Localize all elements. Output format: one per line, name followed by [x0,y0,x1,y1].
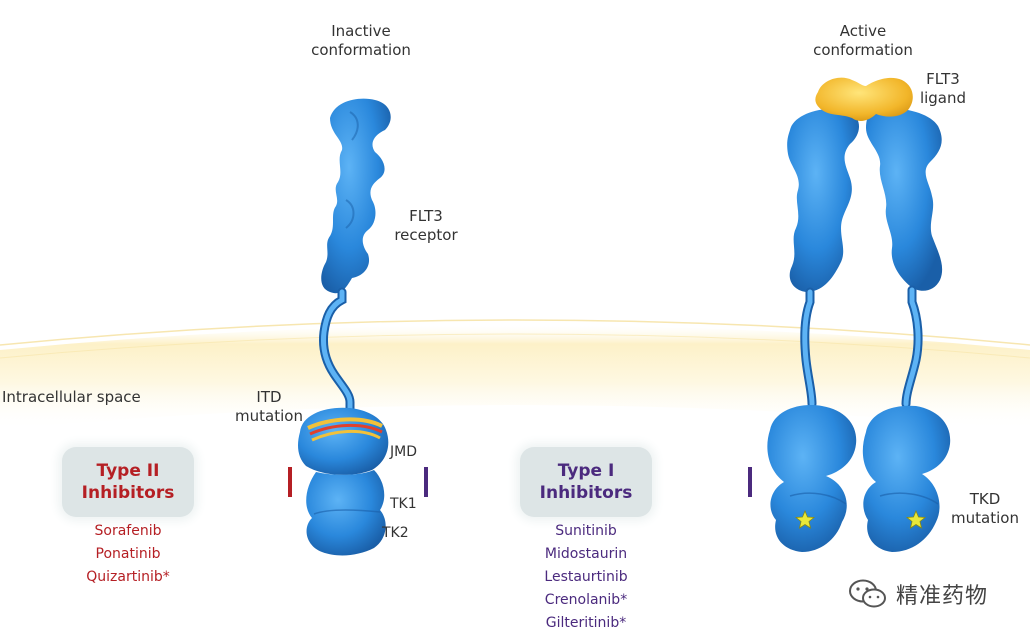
active-receptor-dimer [767,77,951,552]
type1-title-line1: Type I [557,461,615,481]
active-label-line2: conformation [813,41,913,59]
itd-mutation-mark [307,417,383,430]
flt3-ligand-label-line2: ligand [919,89,967,107]
tkd-mutation-star-right [905,509,927,529]
type2-drug-item: Quizartinib* [86,569,170,585]
flt3-receptor-label: FLT3 receptor [386,207,466,245]
active-right-kinase [862,405,951,552]
watermark-text: 精准药物 [896,584,989,609]
type1-drug-item: Gilteritinib* [545,615,627,631]
type2-inhibitors-title: Type II Inhibitors [82,460,175,504]
tkd-label-line1: TKD [969,490,1001,508]
type1-drug-list: Sunitinib Midostaurin Lestaurtinib Creno… [520,520,652,635]
type1-drug-item: Lestaurtinib [544,569,628,585]
flt3-ligand-label: FLT3 ligand [912,70,974,108]
inactive-label-line2: conformation [311,41,411,59]
flt3-ligand [815,77,913,121]
tk1-label: TK1 [390,496,417,512]
watermark: 精准药物 [848,578,988,610]
flt3-receptor-label-line1: FLT3 [409,207,443,225]
type1-drug-item: Crenolanib* [544,592,628,608]
receptor-extracellular-domain [321,98,391,294]
jmd-label: JMD [390,444,417,460]
itd-label-line1: ITD [256,388,282,406]
type2-title-line1: Type II [96,461,160,481]
type1-inhibition-arrow-left [424,467,512,497]
type1-inhibitors-box: Type I Inhibitors [520,447,652,517]
type1-drug-item: Midostaurin [544,546,628,562]
cell-membrane [0,325,1030,430]
type1-drug-item: Sunitinib [555,523,617,539]
intracellular-space-label: Intracellular space [2,388,141,406]
type2-inhibition-arrow [200,467,292,497]
itd-label-line2: mutation [235,407,303,425]
tkd-label-line2: mutation [951,509,1019,527]
tkd-mutation-star-left [794,509,816,529]
inactive-receptor [298,98,391,556]
active-left-kinase [767,405,857,552]
itd-mutation-label: ITD mutation [228,388,310,426]
active-receptor-left-extracellular [787,108,859,293]
type2-title-line2: Inhibitors [81,483,175,503]
tk2-label: TK2 [382,525,409,541]
inactive-label: Inactive conformation [300,22,422,60]
type1-title-line2: Inhibitors [539,483,633,503]
type2-drug-list: Sorafenib Ponatinib Quizartinib* [62,520,194,589]
type2-drug-item: Ponatinib [95,546,161,562]
flt3-receptor-label-line2: receptor [394,226,458,244]
inactive-label-line1: Inactive [331,22,391,40]
wechat-icon [849,579,886,608]
active-label-line1: Active [839,22,887,40]
type2-drug-item: Sorafenib [94,523,162,539]
type1-inhibitors-title: Type I Inhibitors [540,460,633,504]
active-receptor-right-extracellular [866,108,943,291]
flt3-ligand-label-line1: FLT3 [926,70,960,88]
type1-inhibition-arrow-right [660,467,752,497]
type2-inhibitors-box: Type II Inhibitors [62,447,194,517]
tk-domains [306,470,386,556]
active-label: Active conformation [802,22,924,60]
tkd-mutation-label: TKD mutation [940,490,1030,528]
